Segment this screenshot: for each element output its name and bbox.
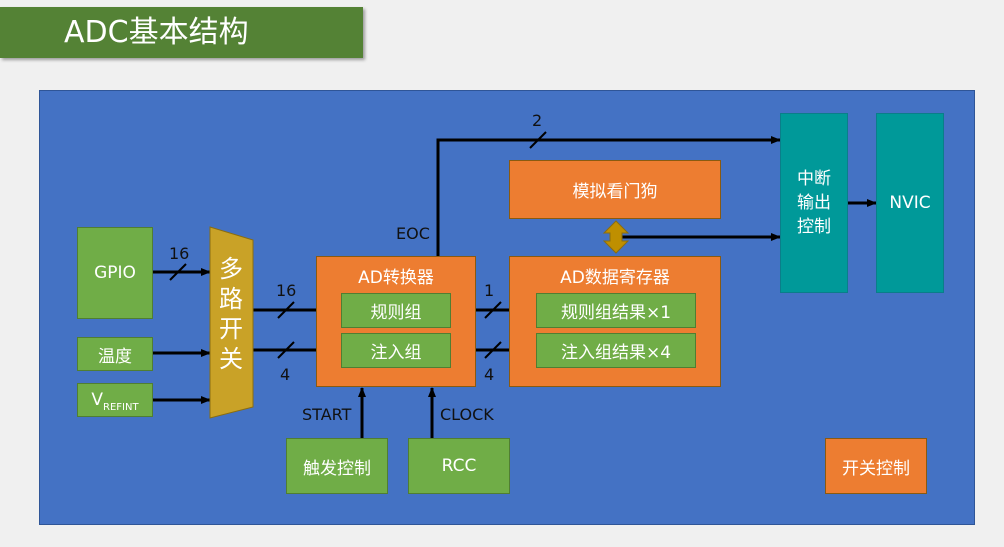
nvic-label: NVIC (889, 193, 931, 213)
trigger-control-label: 触发控制 (303, 458, 371, 479)
mux-label: 多 路 开 关 (209, 254, 253, 374)
mux-injected-bus-width: 4 (280, 365, 291, 384)
ad-data-register-title: AD数据寄存器 (560, 268, 670, 288)
injected-result-label: 注入组结果×4 (560, 343, 672, 363)
mux-char: 开 (219, 315, 243, 343)
mux-char: 关 (219, 345, 243, 373)
eoc-bus-width: 2 (532, 111, 543, 130)
eoc-label: EOC (396, 224, 430, 243)
vrefint-block: VREFINT (77, 383, 153, 417)
page-title: ADC基本结构 (64, 15, 249, 50)
interrupt-line: 控制 (797, 217, 831, 237)
interrupt-line: 输出 (797, 193, 831, 213)
temperature-label: 温度 (98, 346, 132, 367)
start-label: START (302, 405, 352, 424)
clock-label: CLOCK (440, 405, 494, 424)
mux-char: 路 (219, 285, 243, 313)
injected-group-label: 注入组 (370, 343, 422, 363)
gpio-block: GPIO (77, 227, 153, 319)
analog-watchdog-block: 模拟看门狗 (509, 160, 721, 219)
gpio-bus-width: 16 (169, 244, 190, 263)
regular-out-bus-width: 1 (484, 281, 495, 300)
rcc-label: RCC (441, 456, 477, 476)
ad-converter-title: AD转换器 (358, 268, 434, 288)
mux-char: 多 (219, 255, 243, 283)
switch-control-label: 开关控制 (842, 458, 910, 479)
mux-regular-bus-width: 16 (276, 281, 297, 300)
injected-out-bus-width: 4 (484, 365, 495, 384)
analog-watchdog-label: 模拟看门狗 (572, 182, 658, 202)
gpio-label: GPIO (94, 263, 136, 283)
regular-result-label: 规则组结果×1 (560, 303, 672, 323)
rcc-block: RCC (408, 438, 510, 494)
switch-control-block: 开关控制 (825, 438, 927, 494)
vrefint-label: VREFINT (91, 390, 139, 413)
interrupt-line: 中断 (797, 169, 831, 189)
nvic-block: NVIC (876, 113, 944, 293)
regular-group-block: 规则组 (341, 293, 451, 328)
interrupt-control-block: 中断 输出 控制 (780, 113, 848, 293)
regular-group-label: 规则组 (370, 303, 422, 323)
vref-subscript: REFINT (103, 402, 139, 413)
temperature-block: 温度 (77, 337, 153, 371)
injected-group-block: 注入组 (341, 333, 451, 368)
vref-main: V (91, 390, 104, 410)
trigger-control-block: 触发控制 (286, 438, 388, 494)
title-bar: ADC基本结构 (0, 7, 363, 58)
regular-result-block: 规则组结果×1 (536, 293, 696, 328)
injected-result-block: 注入组结果×4 (536, 333, 696, 368)
